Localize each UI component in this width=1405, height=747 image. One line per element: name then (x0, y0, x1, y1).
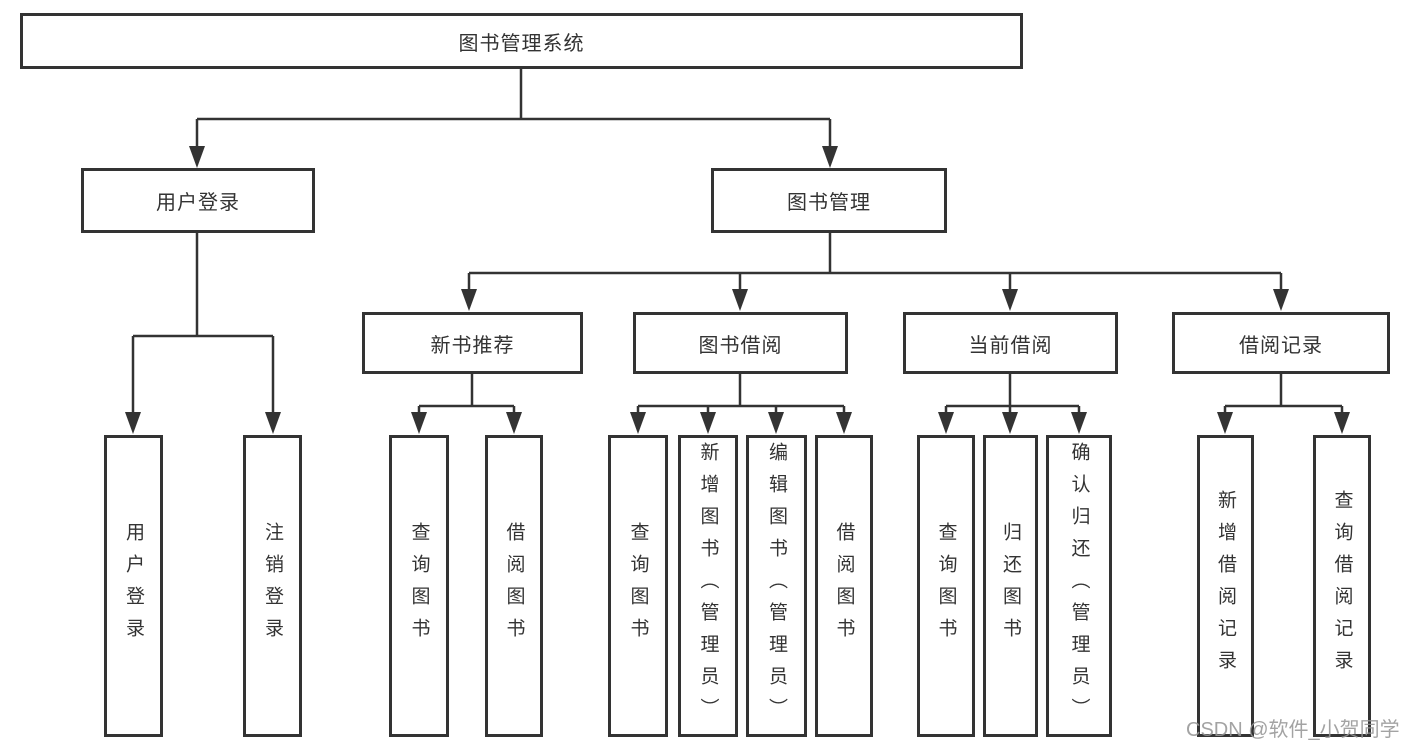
node-label: 查询借阅记录 (1331, 490, 1353, 682)
node-label: 查询图书 (935, 522, 957, 650)
node-new-book-recommend: 新书推荐 (362, 312, 583, 374)
node-label: 图书管理系统 (458, 32, 585, 55)
arrowhead-icons (125, 146, 1350, 434)
node-leaf-query-books-recommend: 查询图书 (389, 435, 449, 737)
node-leaf-add-borrow-record: 新增借阅记录 (1197, 435, 1254, 737)
connector-paths (131, 69, 1344, 414)
node-label: 新增借阅记录 (1215, 490, 1236, 682)
node-leaf-user-login: 用户登录 (104, 435, 163, 737)
node-label: 图书管理 (787, 192, 871, 214)
node-borrow-record: 借阅记录 (1172, 312, 1390, 374)
node-leaf-query-borrow-record: 查询借阅记录 (1313, 435, 1371, 737)
node-label: 编辑图书（管理员） (766, 442, 787, 730)
node-label: 查询图书 (408, 522, 430, 650)
node-leaf-edit-books-admin: 编辑图书（管理员） (746, 435, 807, 737)
csdn-watermark: CSDN @软件_小贺同学 (1186, 719, 1400, 741)
node-leaf-logout: 注销登录 (243, 435, 302, 737)
node-label: 借阅图书 (833, 522, 855, 650)
node-label: 图书借阅 (698, 334, 783, 357)
node-user-login: 用户登录 (81, 168, 315, 233)
node-current-borrow: 当前借阅 (903, 312, 1118, 374)
node-label: 归还图书 (1000, 522, 1021, 650)
node-label: 确认归还（管理员） (1068, 442, 1090, 730)
node-book-borrow: 图书借阅 (633, 312, 848, 374)
node-label: 借阅记录 (1239, 334, 1323, 357)
node-leaf-confirm-return-admin: 确认归还（管理员） (1046, 435, 1112, 737)
node-leaf-borrow-books: 借阅图书 (815, 435, 873, 737)
node-label: 用户登录 (156, 192, 240, 214)
node-label: 注销登录 (262, 522, 283, 650)
node-leaf-query-books-current: 查询图书 (917, 435, 975, 737)
node-label: 当前借阅 (968, 334, 1053, 357)
node-label: 新增图书（管理员） (697, 442, 719, 730)
node-label: 新书推荐 (430, 334, 515, 357)
node-leaf-borrow-books-recommend: 借阅图书 (485, 435, 543, 737)
node-label: 借阅图书 (503, 522, 525, 650)
node-leaf-query-books: 查询图书 (608, 435, 668, 737)
node-book-management: 图书管理 (711, 168, 947, 233)
node-leaf-add-books-admin: 新增图书（管理员） (678, 435, 738, 737)
node-label: 查询图书 (627, 522, 649, 650)
node-label: 用户登录 (123, 522, 144, 650)
node-library-management-system: 图书管理系统 (20, 13, 1023, 69)
node-leaf-return-books: 归还图书 (983, 435, 1038, 737)
